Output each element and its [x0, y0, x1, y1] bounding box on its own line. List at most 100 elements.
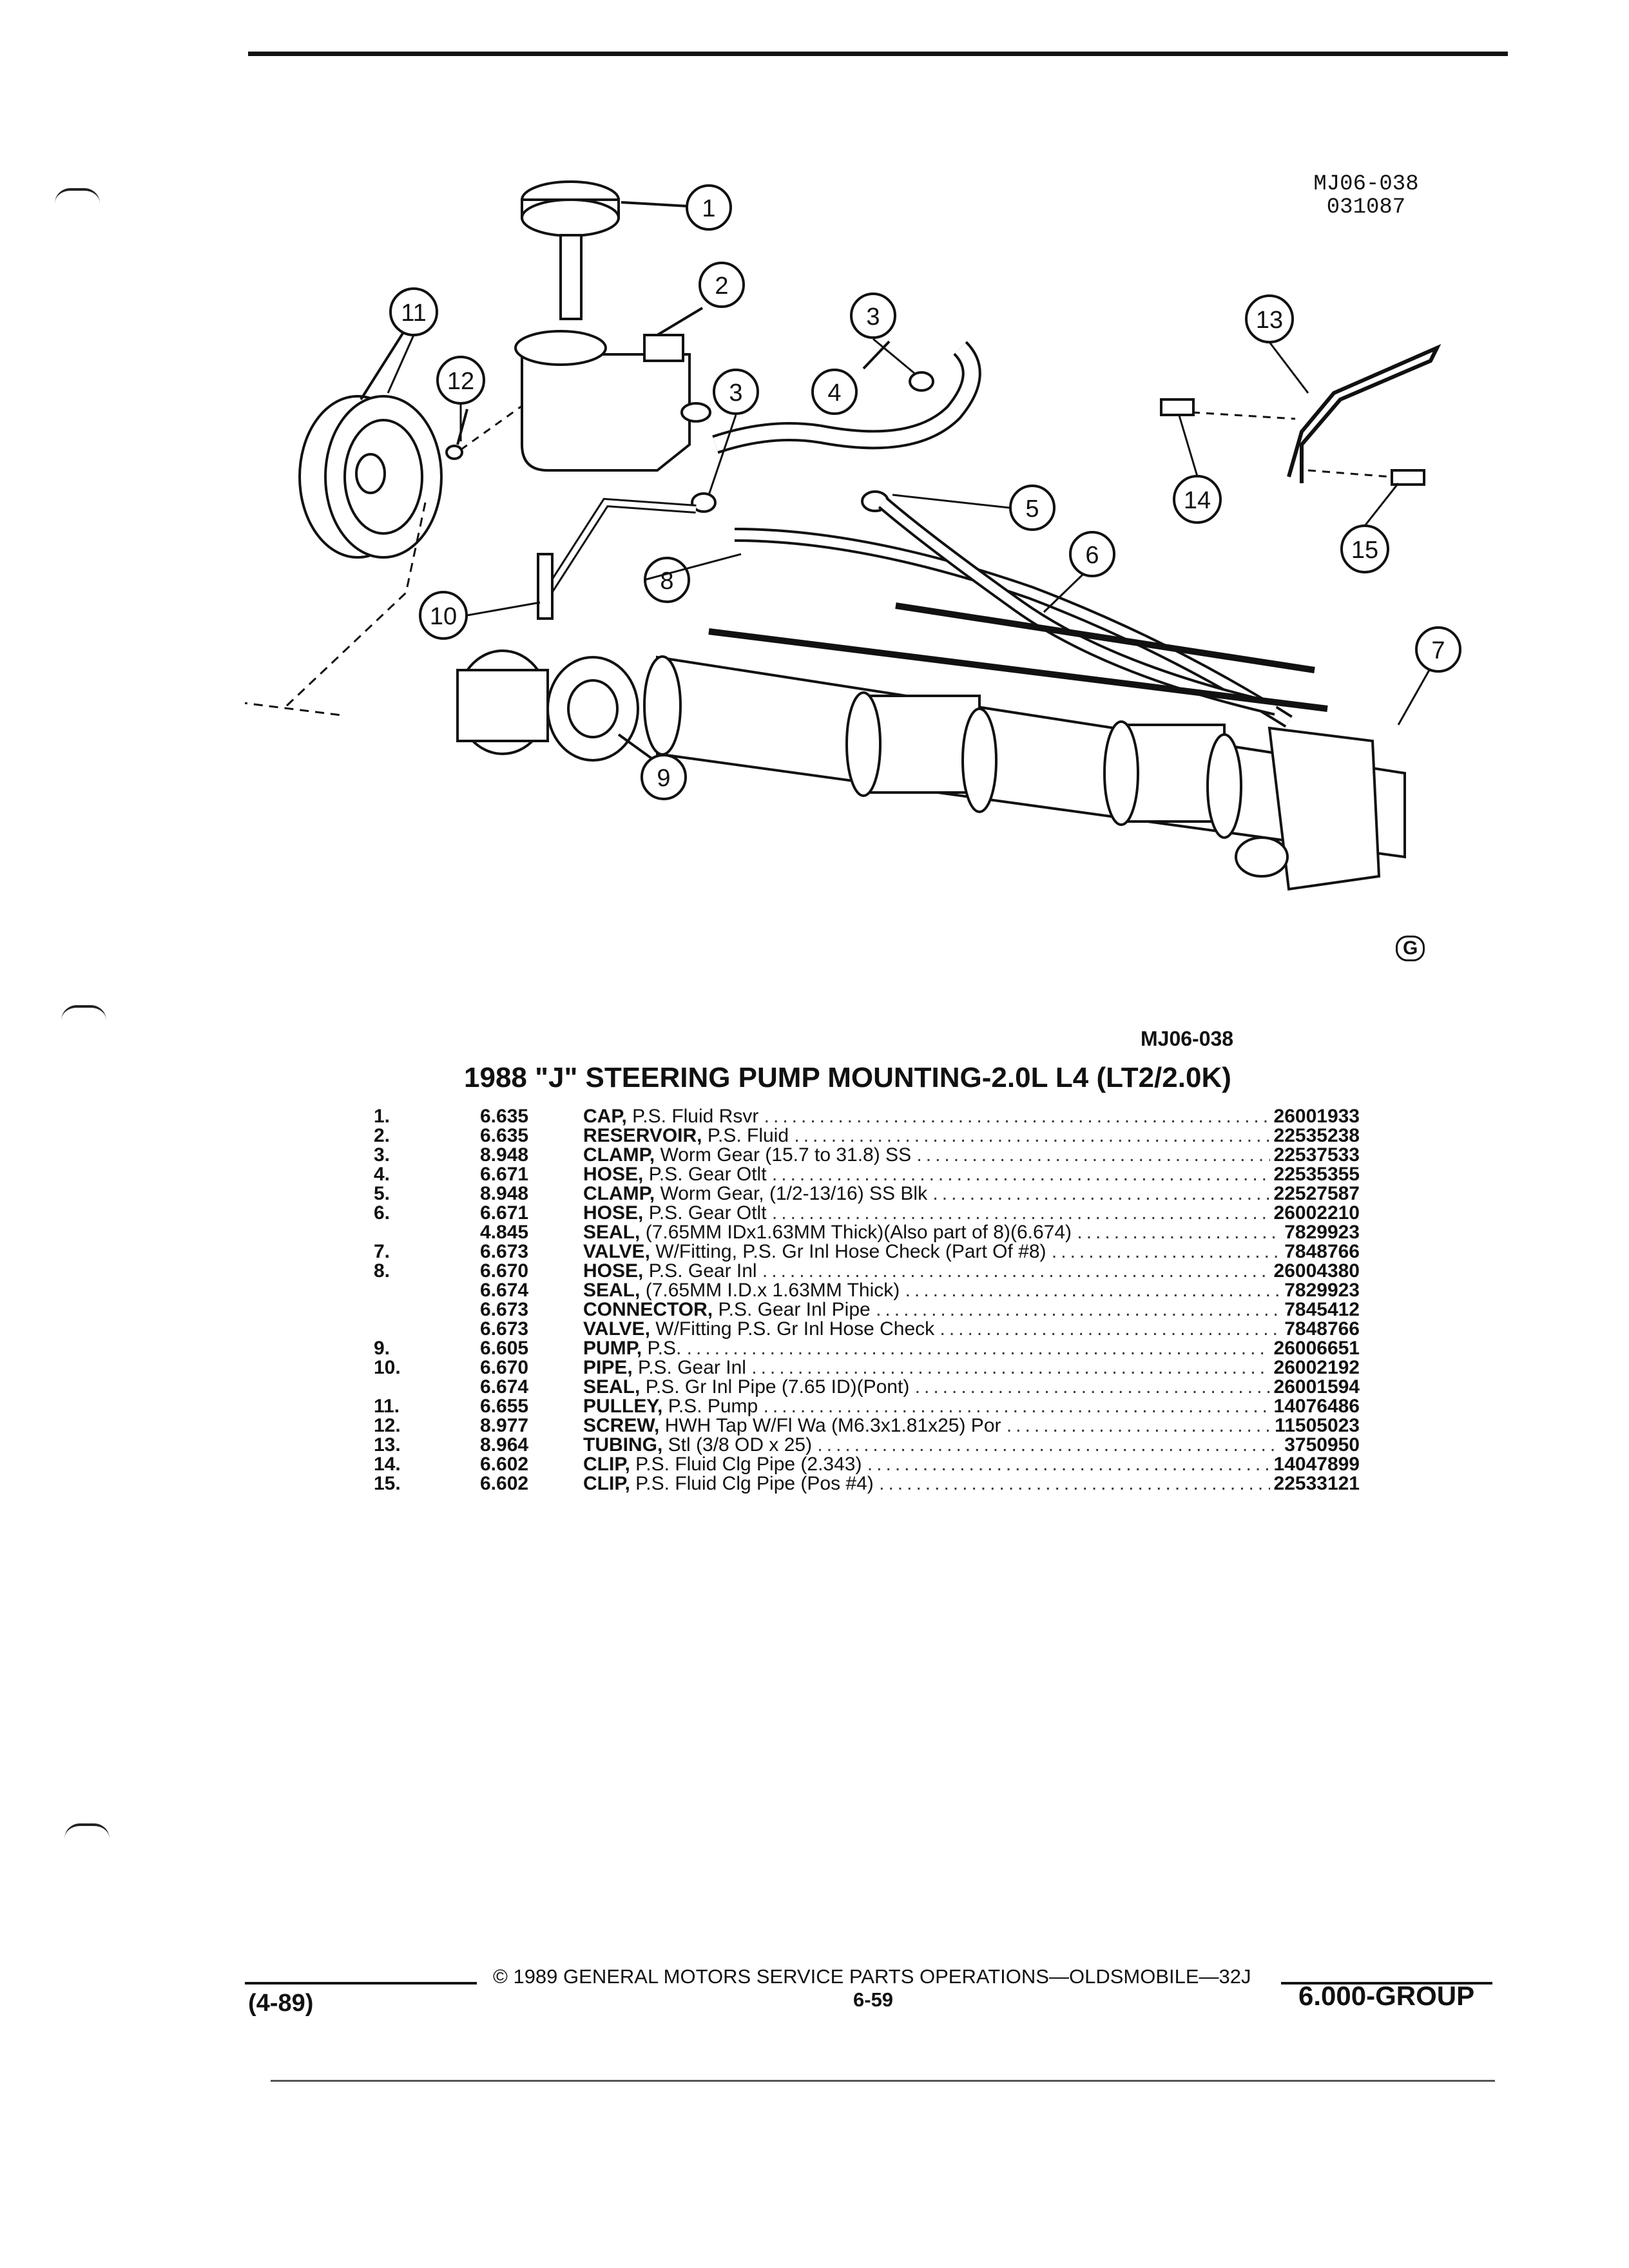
- part-number: 7845412: [1280, 1300, 1360, 1320]
- item-number: 9.: [374, 1338, 390, 1359]
- group-code: 8.948: [480, 1144, 529, 1166]
- leader-dots: ........................................…: [916, 1146, 1311, 1165]
- svg-text:2: 2: [715, 273, 728, 300]
- part-detail: P.S. Fluid Clg Pipe (Pos #4): [635, 1474, 874, 1494]
- part-number: 7829923: [1280, 1281, 1360, 1300]
- leader-dots: ........................................…: [1006, 1416, 1311, 1436]
- part-description: CLIP, P.S. Fluid Clg Pipe (2.343) ......…: [583, 1455, 1311, 1474]
- copyright-notice: © 1989 GENERAL MOTORS SERVICE PARTS OPER…: [493, 1965, 1251, 1988]
- part-name: CLIP,: [583, 1455, 630, 1474]
- part-number: 11505023: [1271, 1416, 1360, 1436]
- svg-text:14: 14: [1184, 487, 1211, 514]
- part-name: SEAL,: [583, 1281, 641, 1300]
- part-detail: P.S. Gear Inl: [648, 1262, 757, 1281]
- part-name: PULLEY,: [583, 1397, 663, 1416]
- svg-text:6: 6: [1085, 542, 1099, 569]
- part-name: SCREW,: [583, 1416, 660, 1436]
- svg-text:12: 12: [447, 368, 474, 395]
- part-detail: HWH Tap W/Fl Wa (M6.3x1.81x25) Por: [664, 1416, 1001, 1436]
- item-number: 15.: [374, 1473, 401, 1494]
- part-detail: (7.65MM I.D.x 1.63MM Thick): [645, 1281, 900, 1300]
- part-detail: P.S. Gr Inl Pipe (7.65 ID)(Pont): [645, 1378, 910, 1397]
- part-description: PIPE, P.S. Gear Inl ....................…: [583, 1358, 1311, 1378]
- part-description: SEAL, (7.65MM IDx1.63MM Thick)(Also part…: [583, 1223, 1311, 1242]
- part-name: VALVE,: [583, 1320, 650, 1339]
- pump-drawing: [245, 649, 666, 769]
- group-code: 6.671: [480, 1164, 529, 1185]
- part-name: CLAMP,: [583, 1184, 655, 1204]
- part-number: 26002210: [1269, 1204, 1360, 1223]
- svg-text:10: 10: [430, 603, 457, 630]
- leader-dots: ........................................…: [686, 1339, 1278, 1358]
- footer-rule-right: [1281, 1982, 1492, 1984]
- leader-dots: ........................................…: [1051, 1242, 1311, 1262]
- part-description: CLAMP, Worm Gear, (1/2-13/16) SS Blk ...…: [583, 1184, 1311, 1204]
- part-detail: P.S. Gear Otlt: [648, 1165, 767, 1184]
- part-description: VALVE, W/Fitting P.S. Gr Inl Hose Check …: [583, 1320, 1311, 1339]
- part-description: PULLEY, P.S. Pump ......................…: [583, 1397, 1311, 1416]
- part-name: PIPE,: [583, 1358, 633, 1378]
- item-number: 6.: [374, 1202, 390, 1224]
- part-name: CONNECTOR,: [583, 1300, 713, 1320]
- group-number: 6.000-GROUP: [1298, 1981, 1475, 2011]
- part-description: VALVE, W/Fitting, P.S. Gr Inl Hose Check…: [583, 1242, 1311, 1262]
- item-number: 7.: [374, 1241, 390, 1262]
- group-code: 6.602: [480, 1454, 529, 1475]
- part-number: 7848766: [1280, 1242, 1360, 1262]
- group-code: 6.605: [480, 1338, 529, 1359]
- diagram-reference-code: MJ06-038 031087: [1313, 172, 1419, 220]
- footer-rule-left: [245, 1982, 477, 1984]
- item-number: 3.: [374, 1144, 390, 1166]
- group-code: 6.674: [480, 1280, 529, 1301]
- item-number: 4.: [374, 1164, 390, 1185]
- group-code: 8.948: [480, 1183, 529, 1204]
- part-description: SCREW, HWH Tap W/Fl Wa (M6.3x1.81x25) Po…: [583, 1416, 1311, 1436]
- leader-dots: ........................................…: [763, 1397, 1311, 1416]
- item-number: 11.: [374, 1396, 400, 1417]
- group-code: 8.977: [480, 1415, 529, 1436]
- part-number: 22527587: [1269, 1184, 1360, 1204]
- scan-mark: [64, 1823, 110, 1839]
- screw-drawing: [445, 405, 523, 460]
- part-detail: W/Fitting P.S. Gr Inl Hose Check: [655, 1320, 935, 1339]
- bottom-rule: [271, 2080, 1495, 2082]
- leader-dots: ........................................…: [764, 1107, 1311, 1126]
- part-name: VALVE,: [583, 1242, 650, 1262]
- group-code: 6.670: [480, 1357, 529, 1378]
- group-code: 6.670: [480, 1260, 529, 1282]
- tubing-drawing: [1160, 343, 1441, 486]
- top-rule: [248, 52, 1508, 56]
- leader-dots: ........................................…: [932, 1184, 1311, 1204]
- item-number: 13.: [374, 1434, 401, 1456]
- part-description: CLIP, P.S. Fluid Clg Pipe (Pos #4) .....…: [583, 1474, 1311, 1494]
- group-code: 6.671: [480, 1202, 529, 1224]
- item-number: 8.: [374, 1260, 390, 1282]
- part-detail: Worm Gear (15.7 to 31.8) SS: [660, 1146, 912, 1165]
- part-description: TUBING, Stl (3/8 OD x 25) ..............…: [583, 1436, 1311, 1455]
- group-code: 6.635: [480, 1106, 529, 1127]
- part-name: CLAMP,: [583, 1146, 655, 1165]
- group-code: 6.673: [480, 1318, 529, 1340]
- part-number: 14047899: [1269, 1455, 1360, 1474]
- item-number: 2.: [374, 1125, 390, 1146]
- leader-dots: ........................................…: [817, 1436, 1311, 1455]
- item-number: 10.: [374, 1357, 401, 1378]
- pulley-drawing: [298, 307, 443, 559]
- svg-text:13: 13: [1256, 307, 1283, 334]
- svg-text:4: 4: [827, 380, 841, 407]
- hose-drawing: [712, 340, 981, 454]
- part-name: PUMP,: [583, 1339, 642, 1358]
